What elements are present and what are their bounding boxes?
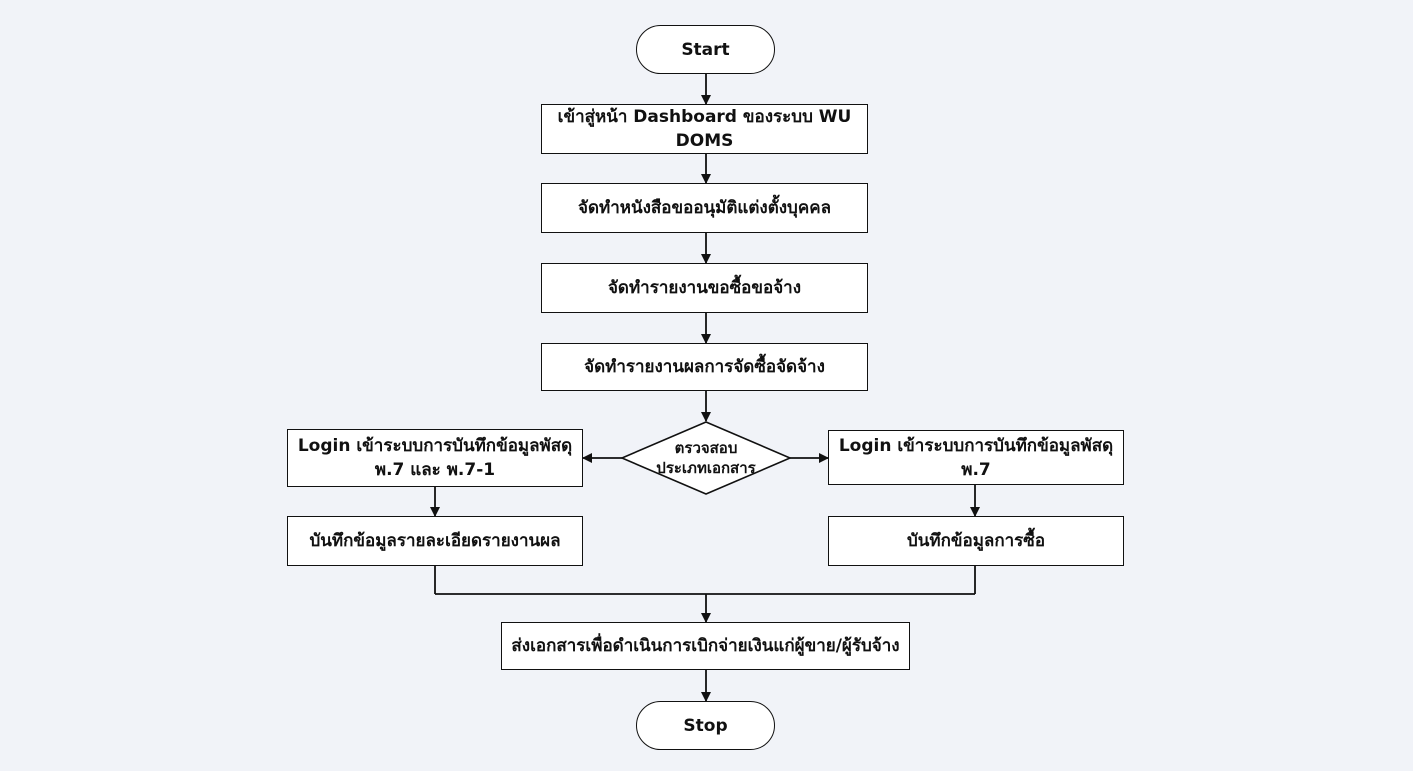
right-login-step: Login เข้าระบบการบันทึกข้อมูลพัสดุ พ.7: [828, 430, 1124, 485]
start-label: Start: [681, 39, 730, 60]
send-documents-step: ส่งเอกสารเพื่อดำเนินการเบิกจ่ายเงินแก่ผู…: [501, 622, 910, 670]
procurement-result-step-label: จัดทำรายงานผลการจัดซื้อจัดจ้าง: [584, 357, 825, 377]
dashboard-step-label: เข้าสู่หน้า Dashboard ของระบบ WU DOMS: [557, 107, 852, 151]
left-record-step: บันทึกข้อมูลรายละเอียดรายงานผล: [287, 516, 583, 566]
procurement-result-step: จัดทำรายงานผลการจัดซื้อจัดจ้าง: [541, 343, 868, 391]
left-login-line-1: Login เข้าระบบการบันทึกข้อมูลพัสดุ: [297, 436, 573, 456]
decision-line-2: ประเภทเอกสาร: [656, 459, 756, 477]
purchase-request-step-label: จัดทำรายงานขอซื้อขอจ้าง: [607, 278, 802, 298]
right-record-step-label: บันทึกข้อมูลการซื้อ: [906, 531, 1046, 551]
send-documents-step-label: ส่งเอกสารเพื่อดำเนินการเบิกจ่ายเงินแก่ผู…: [511, 636, 900, 656]
decision-line-1: ตรวจสอบ: [674, 439, 738, 457]
right-record-step: บันทึกข้อมูลการซื้อ: [828, 516, 1124, 566]
stop-label: Stop: [683, 715, 728, 736]
decision-diamond: [619, 421, 793, 495]
decision-text: ตรวจสอบ ประเภทเอกสาร: [626, 432, 786, 484]
dashboard-step: เข้าสู่หน้า Dashboard ของระบบ WU DOMS: [541, 104, 868, 154]
left-record-step-label: บันทึกข้อมูลรายละเอียดรายงานผล: [309, 531, 561, 551]
left-login-line-2: พ.7 และ พ.7-1: [374, 460, 496, 480]
right-login-step-label: Login เข้าระบบการบันทึกข้อมูลพัสดุ พ.7: [838, 435, 1114, 480]
purchase-request-step: จัดทำรายงานขอซื้อขอจ้าง: [541, 263, 868, 313]
approval-letter-step-label: จัดทำหนังสือขออนุมัติแต่งตั้งบุคคล: [578, 198, 831, 218]
left-login-step: Login เข้าระบบการบันทึกข้อมูลพัสดุ พ.7 แ…: [287, 429, 583, 487]
stop-terminal: Stop: [636, 701, 775, 750]
start-terminal: Start: [636, 25, 775, 74]
approval-letter-step: จัดทำหนังสือขออนุมัติแต่งตั้งบุคคล: [541, 183, 868, 233]
